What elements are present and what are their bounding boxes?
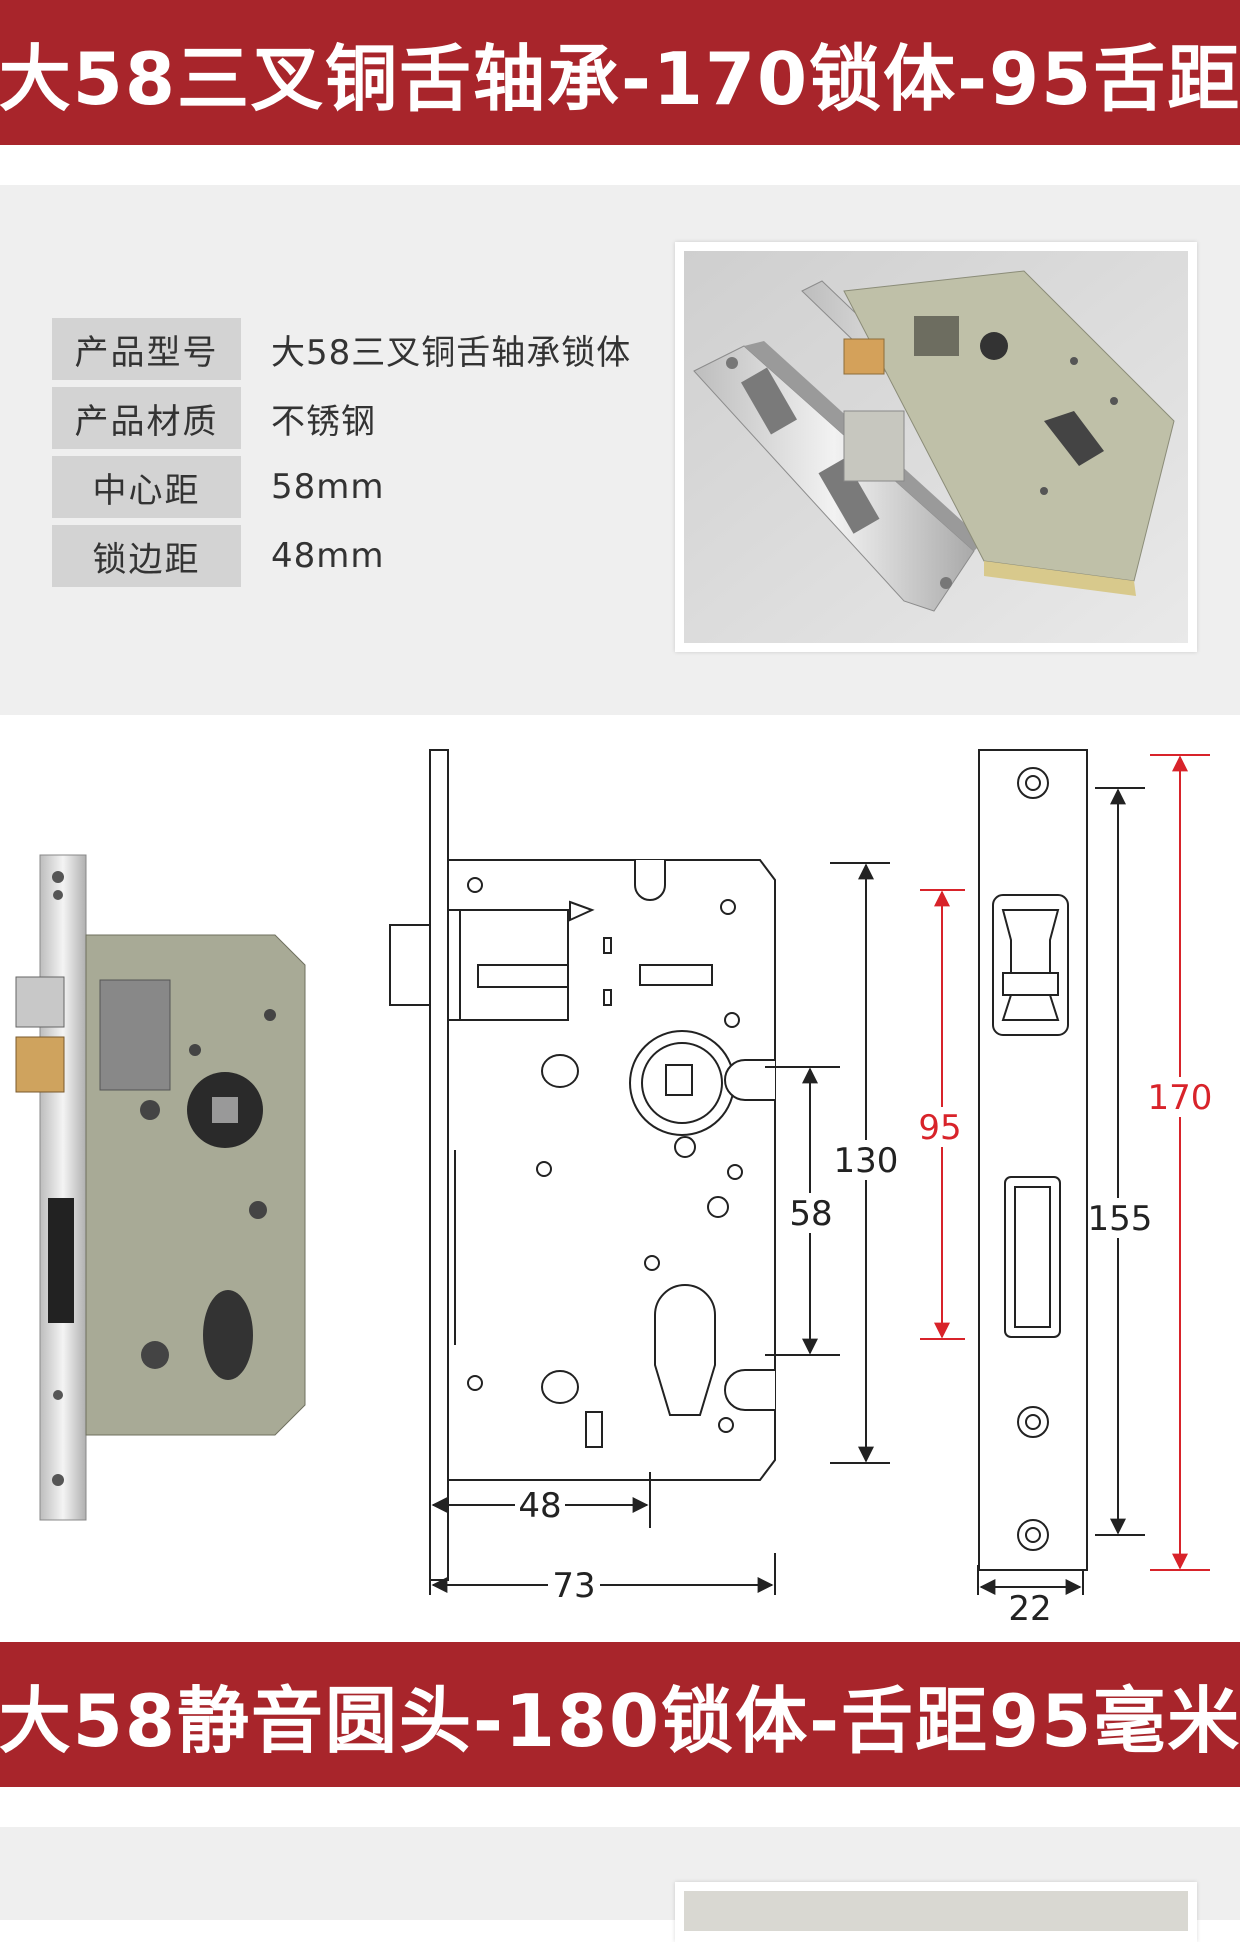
lock-product-photo: [684, 251, 1188, 643]
spec-label: 锁边距: [52, 525, 241, 587]
dimension-lines: [429, 787, 1145, 1595]
dim-faceplate-width: 22: [1008, 1589, 1051, 1629]
spec-value: 大58三叉铜舌轴承锁体: [271, 332, 632, 373]
next-product-photo: [675, 1882, 1197, 1942]
bottom-title: 大58静音圆头-180锁体-舌距95毫米: [0, 1679, 1240, 1763]
dim-lockbody-height: 130: [834, 1141, 899, 1181]
spec-row-material: 产品材质 不锈钢: [52, 387, 631, 449]
next-product-photo-inner: [684, 1891, 1188, 1931]
spec-value: 48mm: [271, 536, 385, 576]
dim-latch-distance: 95: [918, 1108, 961, 1148]
dim-lockbody-depth: 73: [552, 1566, 595, 1606]
lock-body-drawing: [389, 749, 776, 1581]
dim-backset: 48: [518, 1486, 561, 1526]
spec-label: 产品型号: [52, 318, 241, 380]
spec-row-backset: 锁边距 48mm: [52, 525, 631, 587]
dim-faceplate-holes: 155: [1088, 1199, 1153, 1239]
top-title: 大58三叉铜舌轴承-170锁体-95舌距: [0, 37, 1240, 121]
spec-value: 不锈钢: [271, 401, 376, 442]
spec-value: 58mm: [271, 467, 385, 507]
lock-dimension-diagram: 130 58 48 73 95 155 170 22: [15, 749, 1216, 1629]
product-photo: [675, 242, 1197, 652]
spec-label: 中心距: [52, 456, 241, 518]
faceplate-drawing: [978, 749, 1088, 1571]
dim-faceplate-length: 170: [1148, 1078, 1213, 1118]
spec-table: 产品型号 大58三叉铜舌轴承锁体 产品材质 不锈钢 中心距 58mm 锁边距 4…: [52, 318, 631, 594]
lock-front-photo: [15, 854, 306, 1521]
screw-holes: [467, 877, 743, 1433]
bottom-title-banner: 大58静音圆头-180锁体-舌距95毫米: [0, 1642, 1240, 1787]
spec-row-center-distance: 中心距 58mm: [52, 456, 631, 518]
spec-label: 产品材质: [52, 387, 241, 449]
spec-row-model: 产品型号 大58三叉铜舌轴承锁体: [52, 318, 631, 380]
product-spec-panel: 产品型号 大58三叉铜舌轴承锁体 产品材质 不锈钢 中心距 58mm 锁边距 4…: [0, 185, 1240, 715]
top-title-banner: 大58三叉铜舌轴承-170锁体-95舌距: [0, 0, 1240, 145]
dim-center-distance: 58: [789, 1194, 832, 1234]
